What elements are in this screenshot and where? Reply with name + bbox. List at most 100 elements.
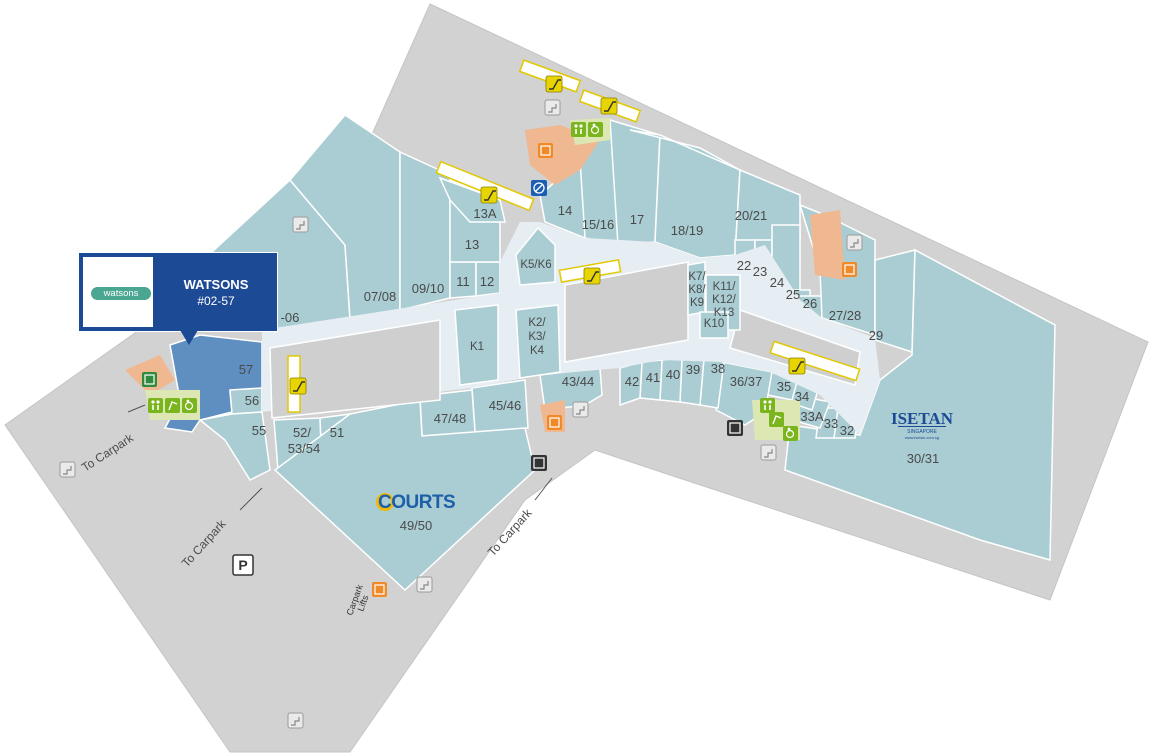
unit-label: 33A [800, 409, 823, 424]
unit-label: 41 [646, 370, 660, 385]
unit-label: 38 [711, 361, 725, 376]
lift-icon [727, 420, 743, 436]
atrium-void-left [269, 319, 441, 419]
unit-label: 13 [465, 237, 479, 252]
service-area-right [810, 210, 845, 280]
kiosk-label: K1 [470, 341, 484, 353]
staircase-icon [59, 461, 76, 478]
unit-label: 34 [795, 389, 809, 404]
kiosk-label: K5/K6 [520, 259, 551, 271]
unit-label: 40 [666, 367, 680, 382]
lift-icon [142, 372, 157, 387]
unit-label: 17 [630, 212, 644, 227]
unit-label: 29 [869, 328, 883, 343]
watsons-logo-text: watsons [91, 287, 151, 300]
kiosk-k10[interactable] [699, 311, 729, 339]
isetan-url: www.isetan.com.sg [905, 435, 939, 440]
unit-labels: 57 56 55 51 -06 07/08 09/10 11 12 13 13A… [239, 203, 940, 533]
unit-label: 47/48 [434, 411, 467, 426]
unit-label: 45/46 [489, 398, 522, 413]
unit-label: 22 [737, 258, 751, 273]
kiosk-label-k12: K12/ [712, 294, 736, 306]
unit-label: 43/44 [562, 374, 595, 389]
isetan-brand: ISETAN [891, 409, 954, 428]
unit-label: 07/08 [364, 289, 397, 304]
staircase-icon [846, 234, 863, 251]
unit-label: 39 [686, 362, 700, 377]
unit-label: 30/31 [907, 451, 940, 466]
unit-label: 12 [480, 274, 494, 289]
escalator-box-right[interactable] [769, 340, 861, 382]
unit-label: 24 [770, 275, 784, 290]
kiosk-labels: K1 K2/ K3/ K4 K5/K6 K7/ K8/ K9 K11/ K12/… [470, 259, 737, 357]
isetan-sub: SINGAPORE [907, 429, 937, 435]
staircase-icon [572, 401, 589, 418]
unit-label: 33 [824, 416, 838, 431]
unit-label: 35 [777, 379, 791, 394]
staircase-icon [287, 712, 304, 729]
nursing-room-icon [165, 398, 180, 413]
isetan-logo: ISETAN SINGAPORE www.isetan.com.sg [891, 404, 954, 440]
unit-label: 11 [456, 274, 470, 289]
unit-label: 15/16 [582, 217, 615, 232]
kiosk-label: K10 [704, 318, 724, 330]
unit-label: 32 [840, 423, 854, 438]
escalator-icon [480, 186, 498, 204]
kiosk-k1[interactable] [454, 304, 499, 386]
unit-label: 55 [252, 423, 266, 438]
wheelchair-icon [182, 398, 197, 413]
staircase-icon [760, 444, 777, 461]
unit-label: 42 [625, 374, 639, 389]
unit-upper-right [629, 129, 741, 171]
unit-label: 09/10 [412, 281, 445, 296]
escalator-icon [545, 75, 563, 93]
unit-label: 57 [239, 362, 253, 377]
kiosk-label-k13: K13 [714, 307, 734, 319]
wheelchair-icon [588, 122, 603, 137]
unit-label: 49/50 [400, 518, 433, 533]
kiosk-label-k7: K7/ [688, 271, 706, 283]
staircase-icon [292, 216, 309, 233]
no-smoking-icon [531, 180, 547, 196]
unit-label: 36/37 [730, 374, 763, 389]
unit-label-53-54: 53/54 [288, 441, 321, 456]
watsons-logo: watsons [83, 257, 153, 327]
unit-label: 26 [803, 296, 817, 311]
escalator-icon [289, 377, 307, 395]
unit-label: 56 [245, 393, 259, 408]
lift-icon [531, 455, 547, 471]
unit-label-52-53: 52/ [293, 425, 311, 440]
kiosk-label-k9: K9 [690, 297, 704, 309]
staircase-icon [544, 99, 561, 116]
courts-logo: COURTS [376, 492, 456, 513]
lift-icon [372, 582, 387, 597]
nursing-room-icon [769, 412, 784, 427]
kiosk-k5-k6[interactable] [515, 226, 556, 286]
unit-label: 14 [558, 203, 572, 218]
courts-brand: COURTS [378, 492, 455, 513]
kiosk-label-k11: K11/ [713, 281, 737, 293]
unit-label: -06 [281, 310, 300, 325]
unit-label: 51 [330, 425, 344, 440]
toilet-icon [760, 398, 775, 413]
escalator-icon [583, 267, 601, 285]
wheelchair-icon [783, 426, 798, 441]
lift-icon [842, 262, 857, 277]
kiosk-label-k3: K3/ [528, 331, 546, 343]
staircase-icon [416, 576, 433, 593]
kiosk-label-k8: K8/ [688, 284, 706, 296]
toilet-icon [148, 398, 163, 413]
unit-label: 18/19 [671, 223, 704, 238]
unit-55[interactable] [198, 411, 271, 481]
lift-icon [547, 415, 562, 430]
store-callout-watsons[interactable]: watsons WATSONS #02-57 [79, 253, 277, 331]
callout-store-name: WATSONS [183, 277, 249, 292]
toilet-icon [571, 122, 586, 137]
unit-label: 20/21 [735, 208, 768, 223]
kiosk-label-k2: K2/ [528, 317, 546, 329]
kiosk-k2-k3-k4[interactable] [515, 304, 561, 379]
lift-icon [538, 143, 553, 158]
unit-49-50[interactable] [273, 399, 536, 592]
kiosk-label-k4: K4 [530, 345, 545, 357]
